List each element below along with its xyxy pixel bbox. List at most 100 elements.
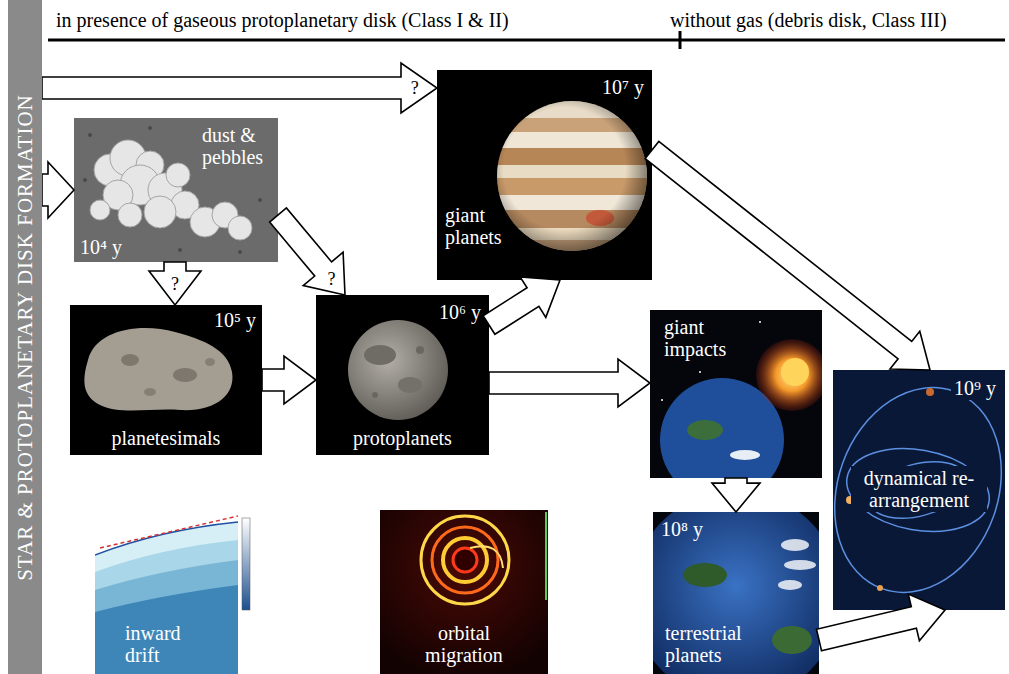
migration-sim-part-part (545, 512, 547, 600)
stage-band: STAR & PROTOPLANETARY DISK FORMATION (8, 0, 42, 674)
earth-photo (631, 491, 841, 674)
drift-plot-part (95, 516, 238, 674)
block-arrow (270, 208, 345, 295)
migration-sim-part-part (432, 527, 498, 593)
migration-sim-part-part (443, 538, 487, 582)
edge-label: ? (411, 79, 419, 97)
dust-photo-part (83, 178, 87, 182)
drift-plot-part-part (95, 560, 238, 674)
moon-photo (316, 295, 489, 455)
dust-photo-part (88, 133, 92, 137)
block-arrow (489, 359, 650, 407)
orbit-art-part (877, 585, 883, 591)
moon-photo-part (398, 377, 422, 393)
impact-art (650, 310, 828, 502)
node-label: giant planets (445, 204, 515, 248)
node-label: terrestrial planets (665, 622, 765, 666)
edge-label: ? (171, 275, 179, 293)
moon-photo-part (364, 345, 396, 365)
impact-art-part-part (687, 420, 723, 440)
moon-photo-part (416, 346, 424, 354)
node-label: protoplanets (353, 427, 452, 449)
block-arrow (149, 262, 201, 305)
orbit-art-part-part (833, 370, 1005, 610)
orbit-art-part (926, 388, 934, 396)
image-panel: 10⁸ y terrestrial planets (653, 512, 819, 674)
node-label: 10⁶ y (439, 301, 481, 323)
dust-photo-part-part (166, 163, 190, 187)
asteroid-photo-part (70, 305, 262, 455)
image-panel: 10⁶ y protoplanets (316, 295, 489, 455)
node-label: planetesimals (112, 427, 221, 449)
jupiter-photo-part-part (495, 252, 650, 262)
drift-plot-part-part (100, 516, 238, 548)
asteroid-photo-part (144, 388, 156, 396)
asteroid-photo (70, 305, 262, 455)
dust-photo-part-part (118, 203, 142, 227)
dust-photo-part-part (90, 200, 110, 220)
moon-photo-part (348, 320, 448, 420)
node-label: 10⁸ y (661, 518, 703, 540)
impact-art-part-part (756, 339, 822, 411)
jupiter-photo (437, 70, 652, 280)
block-arrow (42, 63, 437, 113)
migration-sim-part-part (470, 546, 503, 568)
migration-sim-part (421, 512, 546, 604)
block-arrow (262, 356, 316, 404)
node-label: inward drift (125, 622, 195, 666)
moon-photo-part (372, 392, 378, 398)
dust-photo-part (258, 198, 262, 202)
drift-plot-part-part (95, 522, 238, 555)
dust-photo-part (148, 126, 152, 130)
dust-photo-part (238, 250, 242, 254)
earth-photo-part-part (781, 539, 809, 551)
migration-sim-part-part (421, 516, 509, 604)
image-panel: orbital migration (380, 510, 548, 674)
migration-sim (380, 510, 548, 674)
block-arrow (42, 162, 74, 218)
earth-photo-part-part (772, 626, 812, 654)
timeline-bar (48, 31, 1005, 49)
jupiter-photo-part (495, 100, 650, 262)
asteroid-photo-part (173, 368, 197, 382)
orbit-art (807, 364, 1009, 616)
jupiter-photo-part-part (497, 101, 647, 251)
earth-photo-part-part (683, 563, 727, 587)
impact-art-part (759, 321, 761, 323)
node-label: dust & pebbles (202, 124, 272, 168)
dust-photo-part-part (228, 216, 252, 240)
impact-art-part-part (781, 358, 809, 386)
block-arrow (712, 478, 760, 512)
migration-sim-part-part (453, 548, 477, 572)
dust-photo-part (74, 118, 278, 262)
block-arrow (645, 141, 930, 370)
node-label: dynamical re- arrangement (851, 466, 987, 512)
dust-photo (74, 118, 278, 262)
edge-label: ? (327, 270, 335, 288)
drift-plot-part (95, 512, 255, 674)
asteroid-photo-part (121, 354, 139, 366)
node-label: 10⁷ y (602, 76, 644, 98)
band-title: STAR & PROTOPLANETARY DISK FORMATION (13, 94, 36, 581)
orbit-art-part-part (840, 438, 996, 542)
impact-art-part (661, 399, 663, 401)
earth-photo-part-part (778, 580, 802, 590)
dust-photo-part (178, 248, 182, 252)
node-label: orbital migration (409, 622, 519, 666)
dust-photo-part-part (144, 196, 176, 228)
node-label: 10⁹ y (951, 376, 999, 400)
earth-photo-part-part (653, 512, 819, 674)
timeline-label: in presence of gaseous protoplanetary di… (56, 9, 509, 31)
drift-plot-part-part (95, 585, 238, 674)
moon-photo-part (316, 295, 489, 455)
impact-art-part-part (730, 450, 760, 460)
drift-plot-part (242, 518, 250, 610)
orbit-art-part (833, 370, 1005, 610)
image-panel: dust & pebbles10⁴ y (74, 118, 278, 262)
drift-plot-part-part (95, 540, 238, 674)
migration-sim-part (380, 510, 548, 674)
earth-photo-part (653, 512, 819, 674)
earth-photo-part-part (784, 560, 816, 570)
